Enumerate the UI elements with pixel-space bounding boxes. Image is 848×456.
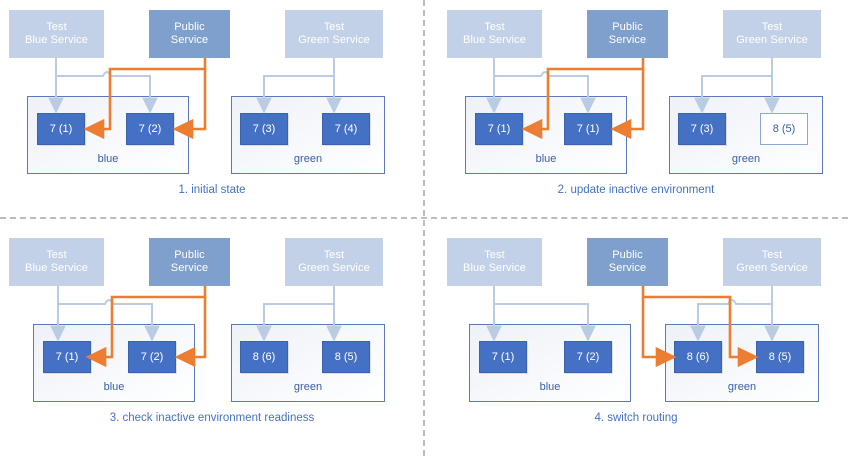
service-label-line2: Blue Service <box>25 34 88 46</box>
environment-label-blue: blue <box>539 381 561 393</box>
version-box[interactable]: 8 (5) <box>756 341 804 373</box>
version-box[interactable]: 8 (5) <box>322 341 370 373</box>
test-service-wires <box>486 58 780 114</box>
environment-label-green: green <box>293 381 323 393</box>
service-label-line1: Test <box>323 249 345 261</box>
service-label-line1: Test <box>46 21 67 33</box>
environment-label-green: green <box>727 381 757 393</box>
version-box[interactable]: 7 (3) <box>678 113 726 145</box>
connector-layer <box>50 286 342 368</box>
version-box[interactable]: 7 (1) <box>475 113 523 145</box>
service-label-line1: Public <box>174 249 205 261</box>
service-label-line2: Service <box>170 34 209 46</box>
service-label-line2: Blue Service <box>463 34 526 46</box>
panel-caption: 4. switch routing <box>594 412 678 424</box>
service-label-line1: Test <box>323 21 345 33</box>
public-service-wires <box>641 286 759 368</box>
panel-caption: 2. update inactive environment <box>557 184 715 196</box>
version-box[interactable]: 7 (2) <box>564 341 612 373</box>
service-label-line2: Blue Service <box>25 262 88 274</box>
connector-layer <box>48 58 342 140</box>
version-box[interactable]: 8 (6) <box>240 341 288 373</box>
version-box[interactable]: 7 (4) <box>322 113 370 145</box>
service-label-line1: Public <box>174 21 205 33</box>
service-label-line2: Service <box>608 34 647 46</box>
public-service-wires <box>83 58 207 140</box>
environment-label-blue: blue <box>535 153 557 165</box>
service-label-line2: Green Service <box>298 34 370 46</box>
service-label-line1: Test <box>484 249 505 261</box>
version-box[interactable]: 8 (5) <box>760 113 808 145</box>
environment-label-green: green <box>731 153 761 165</box>
panel-caption: 1. initial state <box>178 184 246 196</box>
test-service-wires <box>486 286 780 342</box>
public-service-wires <box>521 58 645 140</box>
service-label-line1: Test <box>761 21 783 33</box>
test-service-wires <box>50 286 342 342</box>
service-label-line1: Test <box>46 249 67 261</box>
environment-label-blue: blue <box>97 153 119 165</box>
panel-caption: 3. check inactive environment readiness <box>109 412 315 424</box>
version-box[interactable]: 7 (1) <box>564 113 612 145</box>
service-label-line2: Green Service <box>298 262 370 274</box>
service-label-line2: Service <box>608 262 647 274</box>
service-label-line1: Public <box>612 21 643 33</box>
service-label-line2: Green Service <box>736 262 808 274</box>
divider-vertical <box>423 0 425 456</box>
version-box[interactable]: 8 (6) <box>674 341 722 373</box>
connector-layer <box>486 286 780 368</box>
service-label-line2: Green Service <box>736 34 808 46</box>
service-label-line1: Public <box>612 249 643 261</box>
connector-layer <box>486 58 780 140</box>
service-label-line2: Service <box>170 262 209 274</box>
service-label-line1: Test <box>484 21 505 33</box>
service-label-line1: Test <box>761 249 783 261</box>
public-service-wires <box>85 286 207 368</box>
version-box[interactable]: 7 (1) <box>43 341 91 373</box>
service-label-line2: Blue Service <box>463 262 526 274</box>
test-service-wires <box>48 58 342 114</box>
environment-label-green: green <box>293 153 323 165</box>
environment-label-blue: blue <box>103 381 125 393</box>
version-box[interactable]: 7 (1) <box>479 341 527 373</box>
